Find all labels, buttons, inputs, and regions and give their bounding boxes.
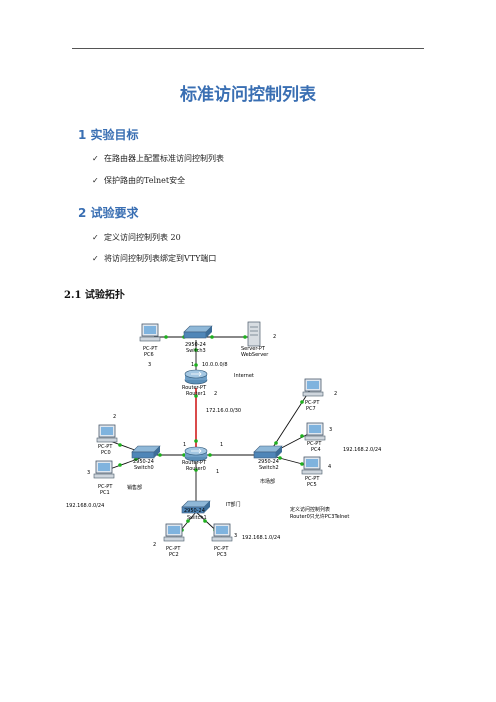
network-label: 192.168.2.0/24 [343,447,381,453]
pc5[interactable] [301,456,323,475]
device-name: Switch0 [134,465,154,471]
device-name: PC3 [217,552,227,558]
port-label: 2 [214,391,217,397]
device-name: Switch1 [187,515,207,521]
device-type: PC-PT [166,546,181,552]
device-name: PC4 [311,447,321,453]
device-type: 2950-24 [258,459,279,465]
port-label: 3 [234,533,237,539]
department-label: 销售部 [127,484,142,491]
annotation-note: Router0只允许PC3Telnet [290,513,349,520]
webserver[interactable] [247,321,261,347]
pc4[interactable] [304,422,326,441]
list-item-text: 定义访问控制列表 20 [104,233,181,242]
device-name: Router1 [186,391,206,397]
port-label: 4 [328,464,331,470]
pc0[interactable] [96,424,118,443]
port-label: 1 [191,362,194,368]
port-label: 1 [216,469,219,475]
list-item: ✓ 定义访问控制列表 20 [92,232,181,243]
department-label: 市场部 [260,478,275,485]
check-icon: ✓ [92,233,99,242]
pc6[interactable] [139,323,161,342]
device-type: 2950-24 [133,459,154,465]
device-name: Switch2 [259,465,279,471]
device-type: Server-PT [241,346,266,352]
check-icon: ✓ [92,254,99,263]
pc1[interactable] [93,460,115,479]
switch3[interactable] [183,325,213,339]
device-name: PC5 [307,482,317,488]
header-rule [72,48,424,49]
switch0[interactable] [131,445,161,459]
device-type: 2950-24 [184,508,205,514]
device-type: PC-PT [305,400,320,406]
device-name: PC1 [100,490,110,496]
device-type: PC-PT [98,484,113,490]
device-type: PC-PT [98,444,113,450]
network-label: 10.0.0.0/8 [202,362,228,368]
port-label: 1 [183,442,186,448]
port-label: 2 [153,542,156,548]
port-label: 3 [87,470,90,476]
device-name: PC7 [306,406,316,412]
annotation-note: 定义访问控制列表 [290,506,330,513]
router0[interactable] [184,446,208,462]
network-label: 172.16.0.0/30 [206,408,241,414]
device-name: Router0 [186,466,206,472]
network-label: 192.168.0.0/24 [66,503,104,509]
port-label: 2 [273,334,276,340]
switch2[interactable] [253,445,283,459]
device-type: PC-PT [305,476,320,482]
subsection-heading-topology: 2.1 试验拓扑 [64,290,125,301]
list-item: ✓ 保护路由的Telnet安全 [92,175,185,186]
list-item-text: 将访问控制列表绑定到VTY端口 [104,254,217,263]
port-label: 3 [148,362,151,368]
list-item-text: 在路由器上配置标准访问控制列表 [104,154,224,163]
department-label: IT部门 [226,501,241,508]
network-label: Internet [234,373,254,379]
device-type: Router-PT [182,460,207,466]
page-title: 标准访问控制列表 [180,85,316,105]
list-item: ✓ 在路由器上配置标准访问控制列表 [92,153,224,164]
list-item: ✓ 将访问控制列表绑定到VTY端口 [92,253,216,264]
port-label: 1 [220,442,223,448]
pc3[interactable] [211,523,233,542]
device-type: PC-PT [214,546,229,552]
device-type: PC-PT [143,346,158,352]
device-type: PC-PT [307,441,322,447]
router1[interactable] [184,369,208,385]
check-icon: ✓ [92,154,99,163]
port-label: 3 [329,427,332,433]
port-label: 2 [113,414,116,420]
check-icon: ✓ [92,176,99,185]
device-name: WebServer [241,352,269,358]
device-type: Router-PT [182,385,207,391]
section-heading-requirements: 2 试验要求 [78,206,139,220]
network-label: 192.168.1.0/24 [242,535,280,541]
device-name: Switch3 [186,348,206,354]
section-heading-goals: 1 实验目标 [78,128,139,142]
port-label: 2 [334,391,337,397]
device-type: 2950-24 [185,342,206,348]
pc7[interactable] [302,378,324,397]
list-item-text: 保护路由的Telnet安全 [104,176,186,185]
device-name: PC2 [169,552,179,558]
device-name: PC0 [101,450,111,456]
device-name: PC6 [144,352,154,358]
pc2[interactable] [163,523,185,542]
